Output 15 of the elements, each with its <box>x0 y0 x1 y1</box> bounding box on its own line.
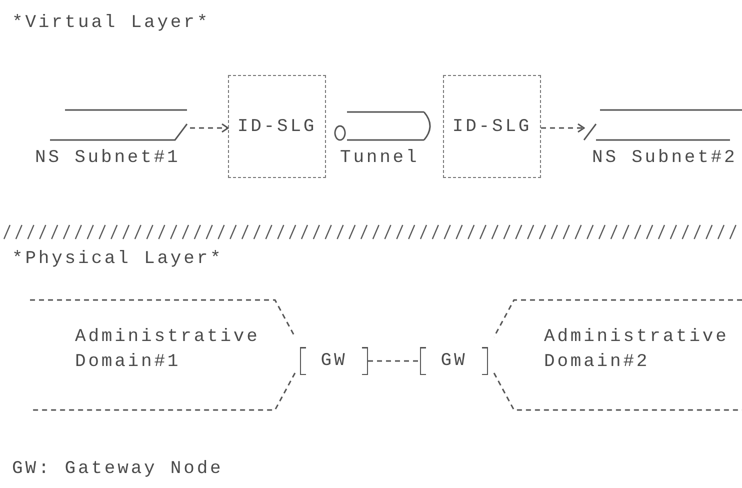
tunnel-label: Tunnel <box>340 147 420 170</box>
arrow <box>541 123 585 133</box>
id-slg-box: ID-SLG <box>443 75 541 178</box>
arrow <box>190 123 229 133</box>
subnet-label: NS Subnet#2 <box>592 147 738 170</box>
gateway-node: GW <box>420 347 488 375</box>
domain-label: Administrative Domain#2 <box>544 326 730 374</box>
id-slg-box: ID-SLG <box>228 75 326 178</box>
section-heading: *Physical Layer* <box>12 248 224 270</box>
legend-note: GW: Gateway Node <box>12 458 224 480</box>
section-heading: *Virtual Layer* <box>12 12 210 34</box>
connector-line <box>368 360 420 362</box>
domain-label: Administrative Domain#1 <box>75 326 261 374</box>
gateway-node: GW <box>300 347 368 375</box>
subnet-label: NS Subnet#1 <box>35 147 182 170</box>
